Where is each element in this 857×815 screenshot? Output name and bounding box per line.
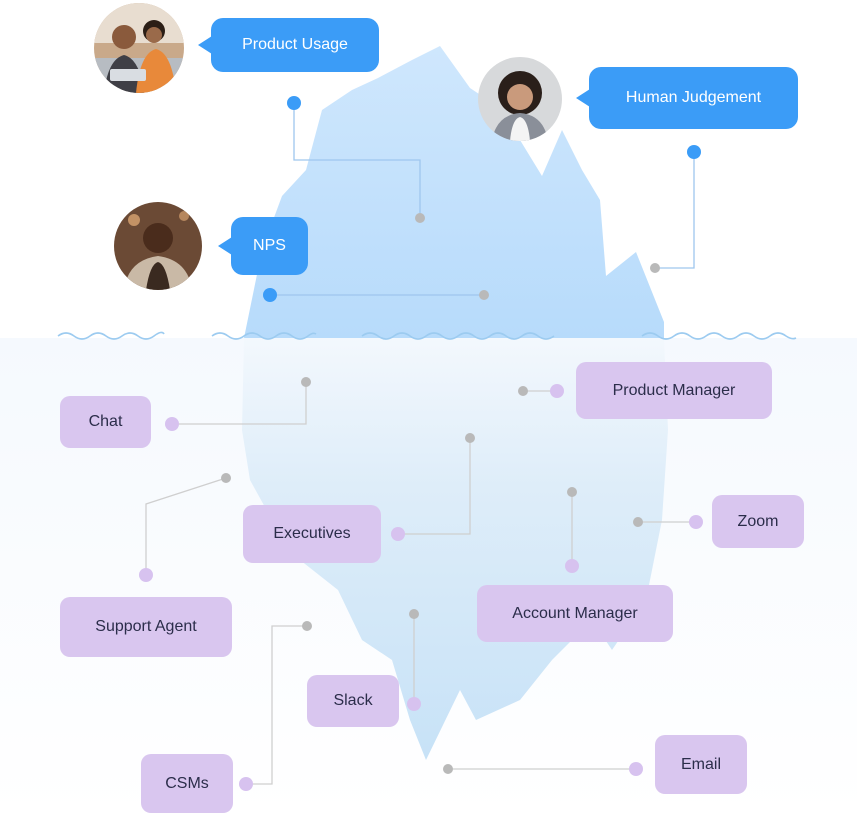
iceberg-tip — [244, 46, 664, 338]
email-label: Email — [680, 755, 721, 773]
connector-end-dot — [301, 377, 311, 387]
human-judgement-label: Human Judgement — [625, 89, 762, 106]
csms-chip: CSMs — [141, 754, 233, 813]
product-usage-bubble: Product Usage — [198, 18, 379, 72]
avatar-smiling-man — [114, 202, 202, 290]
waterline-waves — [57, 331, 797, 340]
connector-end-dot — [302, 621, 312, 631]
connector-end-dot — [415, 213, 425, 223]
avatar-curly-haired-woman — [478, 57, 562, 141]
connector-dot — [287, 96, 301, 110]
connector-end-dot — [479, 290, 489, 300]
email-chip: Email — [655, 735, 747, 794]
support-agent-chip: Support Agent — [60, 597, 232, 657]
account-manager-label: Account Manager — [512, 604, 638, 622]
iceberg-submerged — [242, 338, 668, 760]
connector-end-dot — [567, 487, 577, 497]
csms-label: CSMs — [165, 774, 209, 792]
slack-chip: Slack — [307, 675, 399, 727]
zoom-chip: Zoom — [712, 495, 804, 548]
chat-label: Chat — [88, 413, 123, 430]
product-manager-label: Product Manager — [612, 381, 736, 399]
connector-end-dot — [633, 517, 643, 527]
connector-end-dot — [443, 764, 453, 774]
top-connectors — [270, 103, 695, 296]
connector-dot — [165, 417, 179, 431]
account-manager-chip: Account Manager — [477, 585, 673, 642]
bottom-connector-dots — [139, 377, 703, 791]
nps-label: NPS — [253, 237, 286, 254]
connector-end-dot — [465, 433, 475, 443]
connector-dot — [629, 762, 643, 776]
support-agent-label: Support Agent — [95, 618, 197, 635]
bottom-connectors — [145, 382, 696, 785]
product-manager-chip: Product Manager — [576, 362, 772, 419]
connector-end-dot — [650, 263, 660, 273]
nps-bubble: NPS — [218, 217, 308, 275]
connector-dot — [239, 777, 253, 791]
executives-chip: Executives — [243, 505, 381, 563]
chat-chip: Chat — [60, 396, 151, 448]
connector-end-dot — [518, 386, 528, 396]
product-usage-label: Product Usage — [242, 36, 348, 53]
top-connector-dots — [263, 96, 701, 302]
human-judgement-bubble: Human Judgement — [576, 67, 798, 129]
connector-dot — [263, 288, 277, 302]
executives-label: Executives — [273, 525, 351, 542]
connector-dot — [407, 697, 421, 711]
connector-dot — [565, 559, 579, 573]
connector-dot — [687, 145, 701, 159]
connector-dot — [550, 384, 564, 398]
connector-end-dot — [221, 473, 231, 483]
connector-end-dot — [409, 609, 419, 619]
zoom-label: Zoom — [737, 512, 779, 530]
connector-dot — [139, 568, 153, 582]
connector-dot — [689, 515, 703, 529]
connector-dot — [391, 527, 405, 541]
slack-label: Slack — [333, 692, 373, 709]
avatar-two-women-laptop — [94, 3, 184, 93]
